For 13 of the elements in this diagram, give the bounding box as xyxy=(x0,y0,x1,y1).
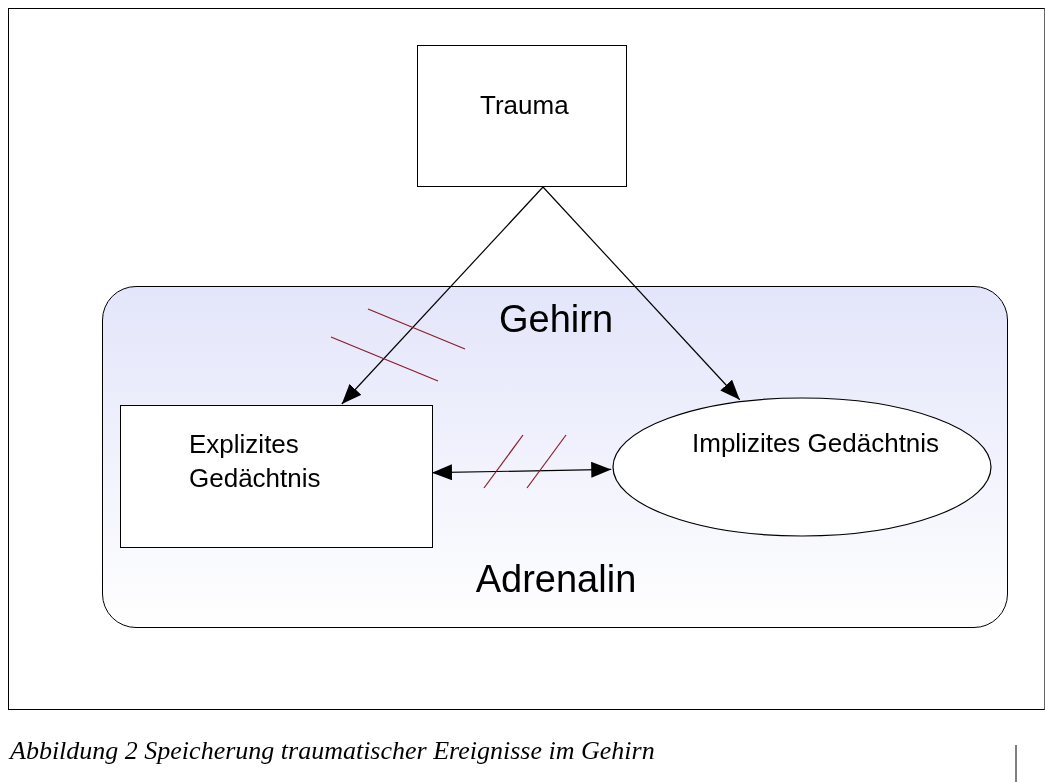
node-label: Implizites Gedächtnis xyxy=(692,427,941,460)
rounded-region xyxy=(102,286,1008,628)
process-box xyxy=(417,45,627,187)
ellipse-node xyxy=(612,397,992,537)
arrow xyxy=(341,186,544,405)
region-label: Gehirn xyxy=(498,298,614,340)
node-label: Trauma xyxy=(480,89,570,122)
region-label: Adrenalin xyxy=(475,558,637,600)
process-box xyxy=(120,405,433,548)
arrow xyxy=(431,461,612,481)
node-label: Explizites Gedächtnis xyxy=(189,428,322,495)
arrow xyxy=(542,186,741,401)
figure-caption: Abbildung 2 Speicherung traumatischer Ereignisse im Gehirn xyxy=(10,736,655,766)
